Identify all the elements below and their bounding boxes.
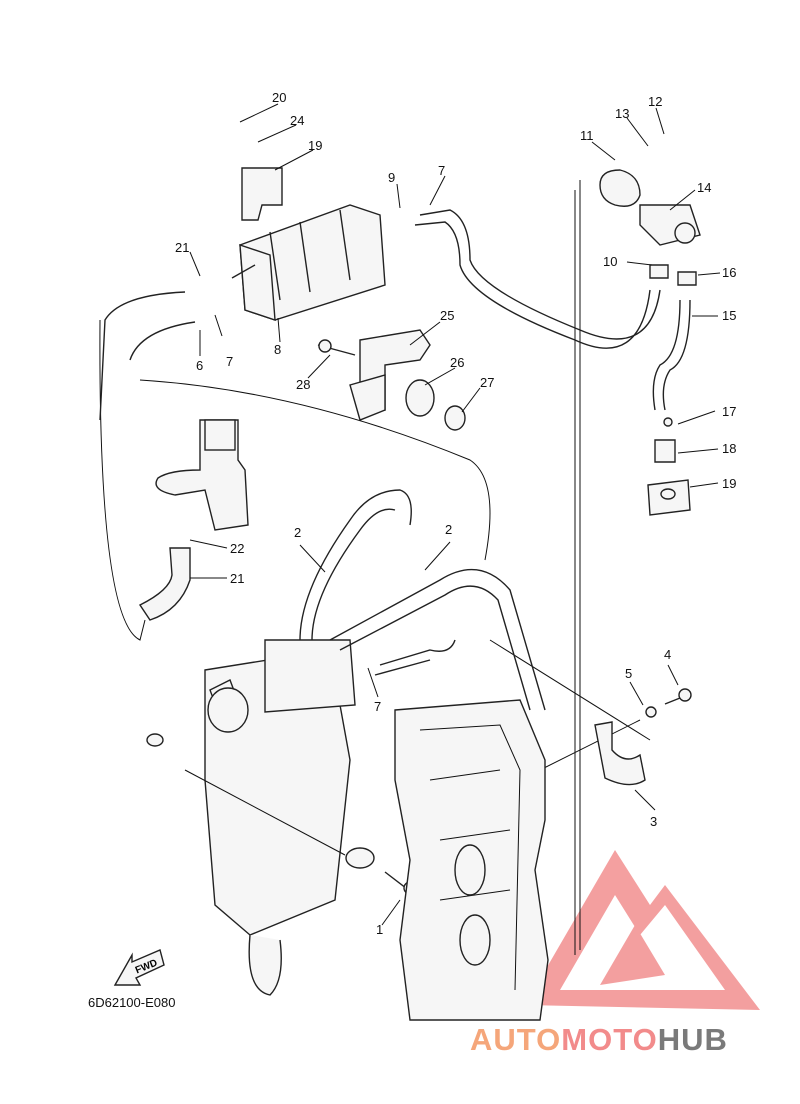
- watermark-auto: AUTO: [470, 1022, 562, 1057]
- hoses-upper: [99, 209, 691, 421]
- callout-13: 13: [615, 106, 629, 121]
- leader-lines: [184, 103, 721, 926]
- canister-assembly: [231, 167, 386, 321]
- callout-1: 1: [376, 922, 383, 937]
- watermark-text: AUTOMOTOHUB: [470, 1022, 728, 1058]
- callout-24: 24: [290, 113, 304, 128]
- watermark-hub: HUB: [657, 1022, 728, 1057]
- callout-21-mid: 22: [230, 541, 244, 556]
- callout-6: 6: [196, 358, 203, 373]
- callout-15: 15: [722, 308, 736, 323]
- callout-18: 18: [722, 441, 736, 456]
- fwd-arrow: FWD: [113, 949, 165, 986]
- valve-assembly: [138, 419, 249, 621]
- callout-19: 19: [722, 476, 736, 491]
- callout-20: 21: [230, 571, 244, 586]
- callout-23: 20: [272, 90, 286, 105]
- bracket-14: [599, 169, 701, 286]
- callout-17: 17: [722, 404, 736, 419]
- callout-11: 11: [580, 128, 594, 143]
- callout-3: 3: [650, 814, 657, 829]
- callout-28: 28: [296, 377, 310, 392]
- parts-17-19: [647, 417, 691, 516]
- callout-2-right: 2: [445, 522, 452, 537]
- callout-14: 14: [697, 180, 711, 195]
- callout-10-right: 10: [603, 254, 617, 269]
- callout-4: 4: [664, 647, 671, 662]
- callout-22: 19: [308, 138, 322, 153]
- callout-10-top: 9: [388, 170, 395, 185]
- callout-7-top: 7: [226, 354, 233, 369]
- callouts: 20 24 19 21 6 7 8 9 7 25 26 27 28 11 13 …: [175, 90, 736, 937]
- clamp-3-5: [594, 688, 692, 786]
- callout-16: 16: [722, 265, 736, 280]
- engine-block: [394, 699, 549, 1021]
- guide-lines: [99, 180, 651, 955]
- diagram-code: 6D62100-E080: [88, 995, 176, 1010]
- vapor-separator: [146, 639, 417, 996]
- callout-5: 5: [625, 666, 632, 681]
- parts-25-28: [317, 329, 466, 431]
- watermark-moto: MOTO: [561, 1022, 658, 1057]
- callout-7-mid: 7: [374, 699, 381, 714]
- callout-2-left: 2: [294, 525, 301, 540]
- callout-9: 7: [438, 163, 445, 178]
- watermark-logo: [525, 850, 760, 1010]
- callout-21-top: 21: [175, 240, 189, 255]
- callout-25: 25: [440, 308, 454, 323]
- callout-12: 12: [648, 94, 662, 109]
- callout-27: 27: [480, 375, 494, 390]
- hoses-middle: [299, 489, 546, 711]
- callout-26: 26: [450, 355, 464, 370]
- callout-8: 8: [274, 342, 281, 357]
